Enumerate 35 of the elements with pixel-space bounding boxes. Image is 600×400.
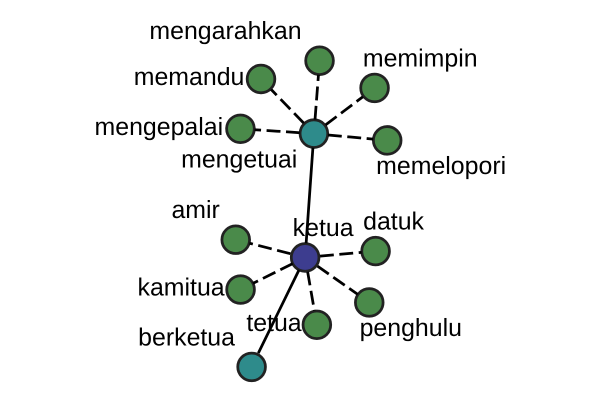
connector bbox=[254, 128, 300, 134]
node-label: memelopori bbox=[376, 152, 506, 180]
node-circle bbox=[225, 274, 256, 305]
node-label: berketua bbox=[138, 323, 235, 352]
node-circle bbox=[220, 224, 251, 255]
connector bbox=[306, 272, 316, 311]
connector bbox=[314, 74, 320, 120]
node-circle bbox=[236, 352, 267, 382]
connector bbox=[270, 88, 305, 124]
node-circle bbox=[225, 114, 256, 144]
node-circle bbox=[359, 72, 390, 104]
node-circle bbox=[304, 46, 335, 76]
connector bbox=[304, 148, 314, 244]
node-circle bbox=[290, 242, 320, 273]
node-label: mengepalai bbox=[94, 112, 224, 141]
connector bbox=[316, 265, 359, 296]
connector bbox=[252, 262, 294, 285]
node-label: memimpin bbox=[362, 44, 478, 72]
node-circle bbox=[360, 236, 391, 266]
connector bbox=[328, 134, 374, 140]
node-label: datuk bbox=[363, 208, 424, 236]
connector bbox=[320, 250, 362, 258]
node-circle bbox=[372, 125, 402, 156]
connector bbox=[249, 242, 291, 256]
node-label: mengarahkan bbox=[149, 17, 302, 46]
connector bbox=[324, 96, 364, 126]
node-label: kamitua bbox=[138, 274, 225, 302]
node-circle bbox=[298, 118, 330, 149]
node-circle bbox=[302, 310, 332, 340]
node-circle bbox=[354, 287, 384, 318]
node-label: memandu bbox=[134, 63, 244, 92]
node-label: mengetuai bbox=[181, 145, 298, 174]
node-label: amir bbox=[171, 196, 220, 224]
node-label: penghulu bbox=[360, 314, 462, 342]
node-circle bbox=[246, 64, 276, 94]
